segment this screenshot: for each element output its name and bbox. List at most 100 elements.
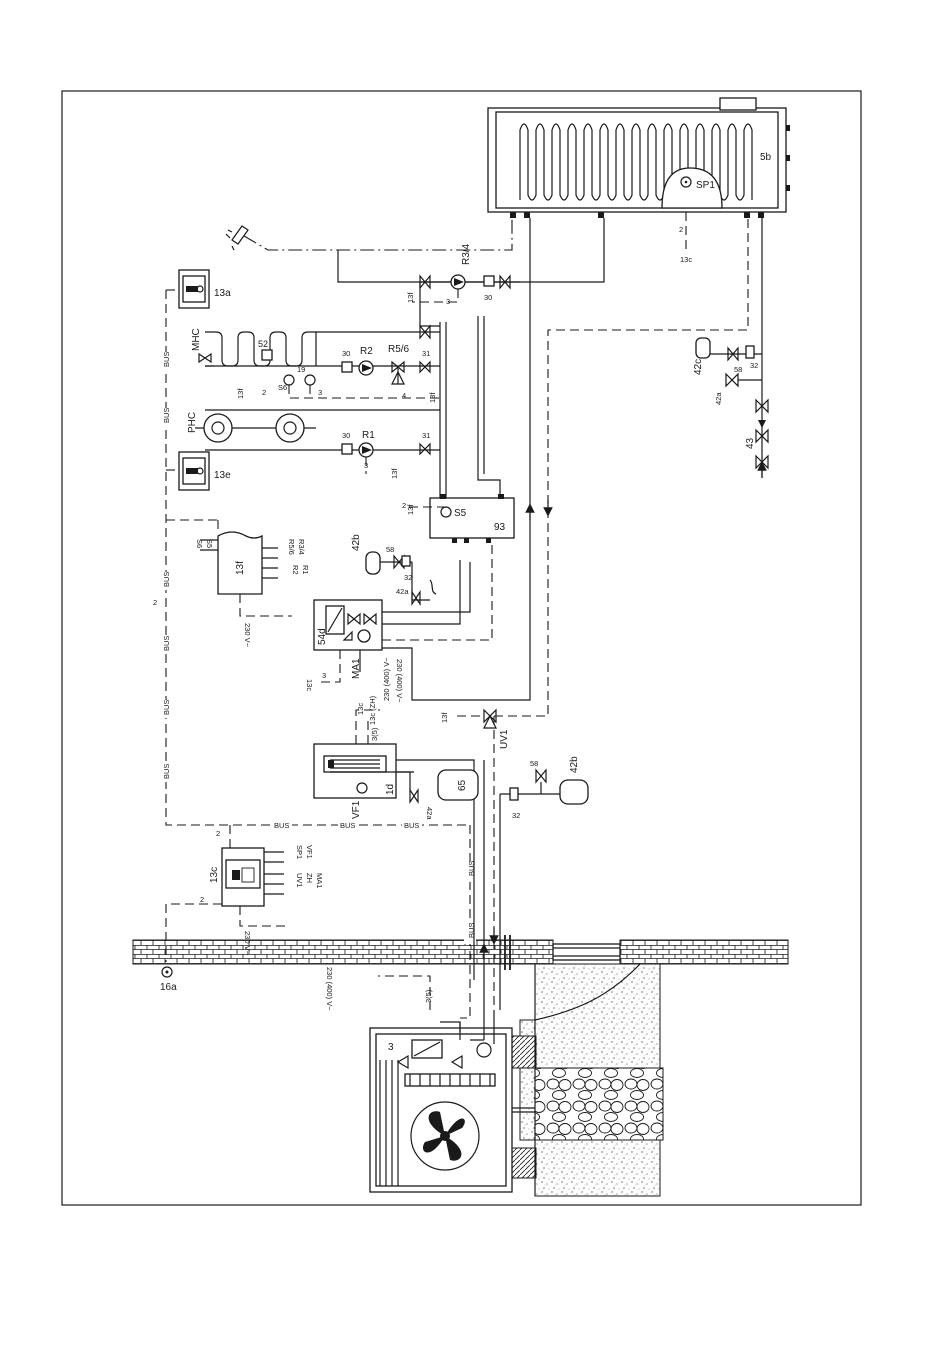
item-30-label-b: 30	[342, 349, 350, 358]
mains-400-a: 230 (400) V~	[395, 659, 404, 703]
item-58a-label: 58	[734, 365, 742, 374]
dhw-charge-branch: R3/4 30	[412, 243, 520, 327]
item-42b-low-label: 42b	[569, 756, 580, 773]
pump-r34-icon	[450, 274, 466, 290]
wire-count-3d: 3	[322, 671, 326, 680]
indoor-unit-label: 1d	[385, 784, 396, 795]
bus-label-6: BUS	[162, 764, 171, 779]
mixing-module-label: 54d	[317, 628, 328, 645]
expansion-vessel-bottom: 42b 58 32	[499, 756, 589, 1010]
indoor-unit-1d: VF1 1d	[313, 743, 411, 819]
fan-icon	[410, 1101, 480, 1171]
wire-count-3b: 3	[318, 388, 322, 397]
tank-sensor-label: SP1	[696, 180, 715, 191]
sensor-wire-count: 2	[200, 895, 204, 904]
uv1-label: UV1	[499, 729, 510, 749]
bus-label-8: BUS	[340, 821, 355, 830]
wire-13f-e: 13f	[406, 504, 415, 515]
wire-count-4: 4	[402, 391, 406, 400]
expansion-vessel-top: 42b 58 32 42a	[351, 534, 437, 606]
bus-label-4: BUS	[162, 636, 171, 651]
ctrl-out-sp1: SP1	[295, 845, 304, 859]
ctrl-out-vf1: VF1	[305, 845, 314, 859]
sensor-s5-label: S5	[454, 508, 467, 519]
out-s6: S6	[195, 539, 204, 548]
mixed-heating-circuit: MHC 52 S6 19 30 R2 R5/6 31	[191, 324, 440, 399]
item-42a-low-label: 42a	[425, 807, 434, 820]
wire-35-outdoor: 3(5)	[424, 989, 433, 1003]
wire-13f-d: 13f	[390, 468, 399, 479]
wire-13f-b: 13f	[236, 388, 245, 399]
ctrl-out-ma1: MA1	[315, 873, 324, 888]
valve-31b-icon	[419, 442, 431, 456]
controller-13c-label: 13c	[209, 867, 220, 883]
wire-13c-a: 13c	[356, 703, 365, 715]
outdoor-heat-pump-unit: 3	[369, 1022, 513, 1193]
item-32c-label: 32	[512, 811, 520, 820]
item-31-label-a: 31	[422, 349, 430, 358]
wire-13f-uv1: 13f	[440, 712, 449, 723]
mains-400-b: 230 (400) V~	[382, 657, 391, 701]
phc-label: PHC	[187, 412, 198, 433]
pump-r2-icon	[358, 360, 374, 376]
pump-r34-label: R3/4	[461, 243, 472, 265]
out-r2: R2	[291, 565, 300, 575]
item-43-label: 43	[745, 437, 756, 449]
item-19-label: 19	[297, 365, 305, 374]
wire-count-2a: 2	[262, 388, 266, 397]
item-42a-mid-label: 42a	[396, 587, 409, 596]
ground-section	[510, 963, 664, 1197]
item-30-label-c: 30	[342, 431, 350, 440]
hydraulic-separator: S5 93	[429, 494, 515, 543]
out-r1: R1	[301, 565, 310, 575]
diverter-valve-uv1: UV1	[483, 708, 510, 749]
valve-31a-icon	[419, 360, 431, 374]
bus-label-11: BUS	[467, 923, 476, 938]
flow-sensor-label: VF1	[351, 800, 362, 819]
mixing-module-54d: 54d	[313, 599, 383, 651]
item-31-label-b: 31	[422, 431, 430, 440]
wire-35-label: 3(5)	[370, 727, 379, 741]
out-r56: R5/6	[287, 539, 296, 555]
item-58b-label: 58	[386, 545, 394, 554]
wire-count-3c: 3	[364, 461, 368, 470]
ctrl-out-zh: ZH	[305, 873, 314, 883]
direct-heating-circuit: PHC 30 R1 31	[187, 409, 440, 474]
cold-water-inlet: 43 42a 58 42c 32	[693, 218, 769, 478]
item-32a-label: 32	[750, 361, 758, 370]
wire-13c-zh: 13c (ZH)	[368, 695, 377, 725]
item-58c-label: 58	[530, 759, 538, 768]
separator-label: 93	[494, 522, 506, 533]
storage-tank: SP1 5b	[487, 97, 790, 218]
mains-400-outdoor: 230 (400) V~	[325, 967, 334, 1011]
module-13f-label: 13f	[235, 561, 246, 575]
bus-label-3: BUS	[162, 572, 171, 587]
bus-label-10: BUS	[467, 861, 476, 876]
valve-r56-label: R5/6	[388, 344, 410, 355]
remote-13a-label: 13a	[214, 288, 231, 299]
item-42c-label: 42c	[693, 359, 704, 375]
bus-label-5: BUS	[162, 700, 171, 715]
wire-13c-b: 13c	[305, 679, 314, 691]
ctrl-bus-count: 2	[216, 829, 220, 838]
remote-13e-label: 13e	[214, 470, 231, 481]
wire-13f-c: 13f	[428, 392, 437, 403]
module-13f-mains: 230 V~	[243, 623, 252, 648]
mhc-valve-icon	[198, 352, 212, 364]
system-controller-13c: 13c SP1 VF1 UV1 ZH MA1 2 2 230 V~	[165, 825, 324, 962]
item-52-label: 52	[258, 339, 268, 349]
bus-wire-count: 2	[153, 598, 157, 607]
bus-label-1: BUS	[162, 352, 171, 367]
ctrl-mains: 230 V~	[243, 931, 252, 956]
expansion-vessel-65: 65	[437, 769, 479, 801]
mixer-ma1-label: MA1	[351, 658, 362, 679]
item-42a-top-label: 42a	[714, 392, 723, 405]
item-32b-label: 32	[404, 573, 412, 582]
wire-count-3a: 3	[446, 297, 450, 306]
storage-tank-label: 5b	[760, 152, 772, 163]
remote-control-13a: 13a	[178, 269, 231, 309]
item-42b-top-label: 42b	[351, 534, 362, 551]
wire-count-2b: 2	[402, 501, 406, 510]
pump-r1-label: R1	[362, 430, 375, 441]
